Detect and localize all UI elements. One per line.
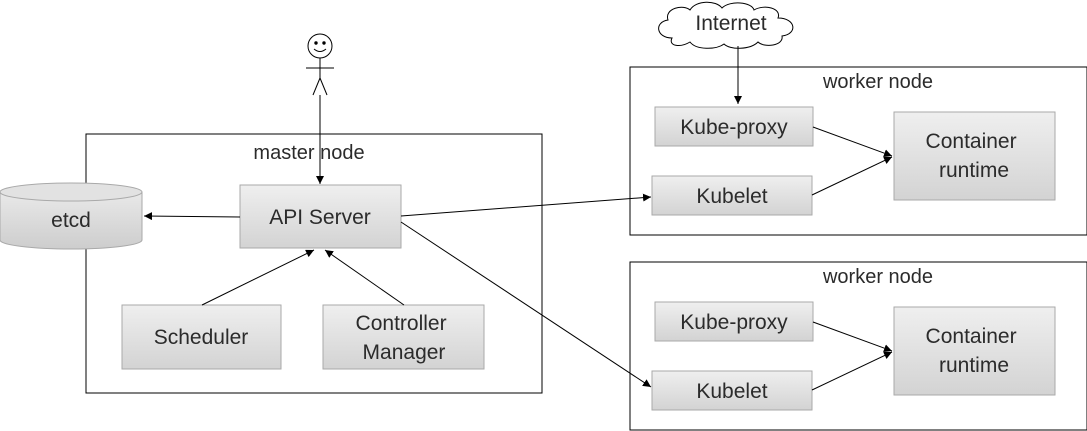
worker-node-1-title: worker node bbox=[822, 71, 933, 93]
scheduler-label: Scheduler bbox=[154, 326, 249, 349]
worker-node-2-frame bbox=[629, 261, 1087, 431]
kubelet-label: Kubelet bbox=[696, 185, 767, 208]
container-runtime-line-1: Container bbox=[926, 130, 1017, 153]
internet-cloud: Internet bbox=[658, 1, 794, 49]
database-cylinder-icon bbox=[0, 192, 143, 250]
kubelet-label: Kubelet bbox=[696, 380, 767, 403]
worker-node-1: worker node Kube-proxy Kubelet Container… bbox=[629, 66, 1087, 236]
kube-proxy-label: Kube-proxy bbox=[680, 311, 788, 334]
connectors bbox=[143, 46, 893, 391]
scheduler-box[interactable]: Scheduler bbox=[121, 304, 282, 370]
arrow-api-server-to-kubelet-1 bbox=[400, 193, 652, 217]
controller-manager-label: Controller Manager bbox=[356, 312, 453, 364]
container-runtime-line-1: Container bbox=[926, 325, 1017, 348]
kube-proxy-label: Kube-proxy bbox=[680, 116, 788, 139]
worker-2-kube-proxy-box[interactable]: Kube-proxy bbox=[654, 301, 814, 342]
arrow-api-server-to-etcd bbox=[143, 212, 241, 221]
worker-node-2: worker node Kube-proxy Kubelet Container… bbox=[629, 261, 1087, 431]
arrow-kubelet-1-to-runtime bbox=[811, 156, 893, 196]
worker-2-container-runtime-box[interactable]: Container runtime bbox=[893, 306, 1056, 396]
arrow-api-server-to-kubelet-2 bbox=[400, 221, 652, 388]
worker-1-kubelet-box[interactable]: Kubelet bbox=[651, 175, 813, 216]
master-node-frame bbox=[85, 133, 543, 394]
arrow-kube-proxy-1-to-runtime bbox=[812, 126, 893, 157]
worker-1-kube-proxy-box[interactable]: Kube-proxy bbox=[654, 106, 814, 147]
container-runtime-line-2: runtime bbox=[939, 159, 1009, 182]
cloud-icon bbox=[658, 1, 794, 49]
master-node-title: master node bbox=[253, 142, 364, 164]
worker-2-kubelet-box[interactable]: Kubelet bbox=[651, 370, 813, 411]
container-runtime-line-2: runtime bbox=[939, 354, 1009, 377]
controller-manager-box[interactable]: Controller Manager bbox=[322, 304, 485, 370]
arrow-kubelet-2-to-runtime bbox=[811, 351, 893, 391]
arrow-kube-proxy-2-to-runtime bbox=[812, 321, 893, 352]
controller-manager-line-2: Manager bbox=[363, 341, 446, 364]
container-runtime-label: Container runtime bbox=[926, 325, 1023, 377]
controller-manager-line-1: Controller bbox=[356, 312, 447, 335]
user-stick-figure-icon bbox=[306, 33, 334, 96]
arrow-scheduler-to-api-server bbox=[201, 249, 315, 306]
master-node: master node API Server Scheduler Control… bbox=[85, 133, 543, 394]
worker-node-2-title: worker node bbox=[822, 266, 933, 288]
etcd-label: etcd bbox=[51, 209, 91, 232]
worker-1-container-runtime-box[interactable]: Container runtime bbox=[893, 111, 1056, 201]
container-runtime-label: Container runtime bbox=[926, 130, 1023, 182]
arrow-controller-manager-to-api-server bbox=[324, 249, 405, 306]
api-server-box[interactable]: API Server bbox=[239, 184, 402, 249]
internet-label: Internet bbox=[695, 12, 766, 35]
api-server-label: API Server bbox=[269, 206, 371, 229]
etcd-database[interactable]: etcd bbox=[0, 182, 143, 250]
worker-node-1-frame bbox=[629, 66, 1087, 236]
